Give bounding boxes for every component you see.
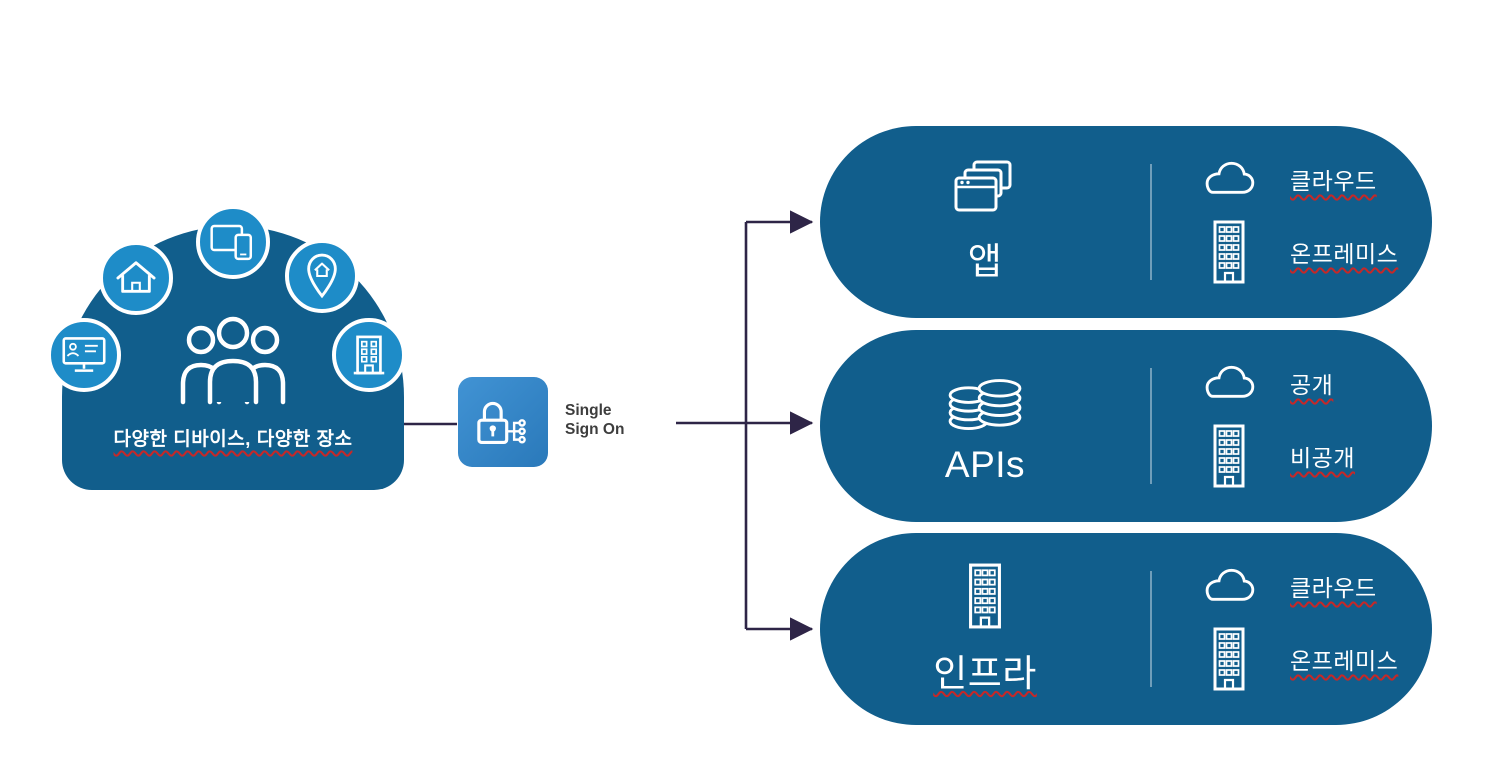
cloud-icon: [1194, 363, 1264, 403]
pill-infra-cloud-row: 클라우드: [1194, 566, 1432, 606]
pill-divider: [1150, 571, 1152, 687]
item-label: 클라우드: [1290, 168, 1377, 194]
location-pin-icon: [307, 253, 337, 299]
sso-label-line2: Sign On: [565, 421, 625, 438]
item-label: 비공개: [1290, 445, 1355, 471]
house-icon: [116, 261, 156, 293]
sso-box: [458, 377, 548, 467]
house-bubble: [99, 241, 173, 315]
pill-apps-cloud-row: 클라우드: [1194, 159, 1432, 199]
pill-apps: 앱 클라우드: [820, 126, 1432, 318]
pill-infra-onprem-row: 온프레미스: [1194, 626, 1432, 692]
pill-infra-label: 인프라: [933, 652, 1037, 694]
item-label: 온프레미스: [1290, 241, 1399, 267]
pill-infra: 인프라 클라우드: [820, 533, 1432, 725]
cloud-icon: [1194, 566, 1264, 606]
devices-icon: [210, 224, 253, 261]
sso-label: Single Sign On: [565, 401, 624, 439]
pill-divider: [1150, 368, 1152, 484]
item-label: 클라우드: [1290, 575, 1377, 601]
pill-apis-private-row: 비공개: [1194, 423, 1432, 489]
pill-apis-label: APIs: [944, 443, 1026, 485]
dome-label: 다양한 디바이스, 다양한 장소: [113, 429, 353, 450]
apps-icon: [954, 160, 1016, 223]
devices-bubble: [196, 205, 270, 279]
item-label: 온프레미스: [1290, 648, 1399, 674]
cloud-icon: [1194, 159, 1264, 199]
pill-apis-public-row: 공개: [1194, 363, 1432, 403]
building-bubble: [332, 318, 406, 392]
location-bubble: [285, 239, 359, 313]
monitor-icon: [62, 337, 106, 372]
building-icon: [1194, 219, 1264, 285]
building-icon: [353, 335, 385, 375]
pill-apis: APIs 공개: [820, 330, 1432, 522]
lock-network-icon: [477, 401, 526, 445]
monitor-bubble: [47, 318, 121, 392]
database-icon: [944, 367, 1026, 436]
pill-apps-label: 앱: [967, 240, 1003, 282]
pill-apps-onprem-row: 온프레미스: [1194, 219, 1432, 285]
sso-label-line1: Single: [565, 402, 612, 419]
pill-divider: [1150, 164, 1152, 280]
building-icon: [1194, 423, 1264, 489]
building-icon: [960, 562, 1010, 635]
users-icon: [168, 308, 298, 413]
building-icon: [1194, 626, 1264, 692]
item-label: 공개: [1290, 372, 1334, 398]
